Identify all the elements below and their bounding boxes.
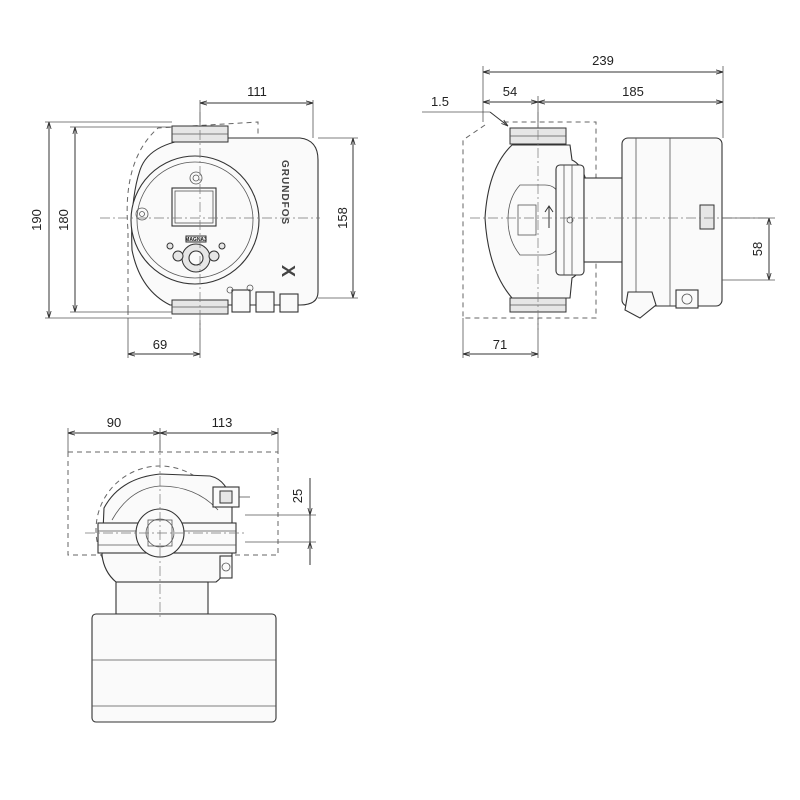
dim-height-inner: 180 — [56, 209, 71, 231]
side-view: 239 54 185 1.5 58 71 — [422, 53, 775, 358]
panel-label: MAGNA3 — [185, 237, 207, 243]
motor-housing-top — [91, 613, 277, 723]
dim-flange-height: 158 — [335, 207, 350, 229]
display-screen — [171, 187, 217, 227]
dim-left-width: 90 — [107, 415, 121, 430]
dim-offset: 25 — [290, 489, 305, 503]
brand-name: GRUNDFOS — [279, 160, 290, 225]
motor-housing — [621, 137, 723, 307]
dim-port-offset: 58 — [750, 242, 765, 256]
dim-motor-length: 185 — [622, 84, 644, 99]
dim-height-outer: 190 — [29, 209, 44, 231]
top-view: 90 113 25 — [67, 415, 316, 723]
front-view: MAGNA3 GRUNDFOS X 111 190 180 158 — [29, 84, 358, 358]
dim-left-offset: 69 — [153, 337, 167, 352]
dim-gap: 1.5 — [431, 94, 449, 109]
dim-right-width: 113 — [212, 415, 233, 430]
dim-rear-offset: 71 — [493, 337, 507, 352]
dim-front-length: 54 — [503, 84, 517, 99]
dim-overall-length: 239 — [592, 53, 614, 68]
dim-width-right: 111 — [247, 84, 267, 99]
stator — [583, 177, 625, 263]
brand-mark: X — [278, 265, 298, 278]
